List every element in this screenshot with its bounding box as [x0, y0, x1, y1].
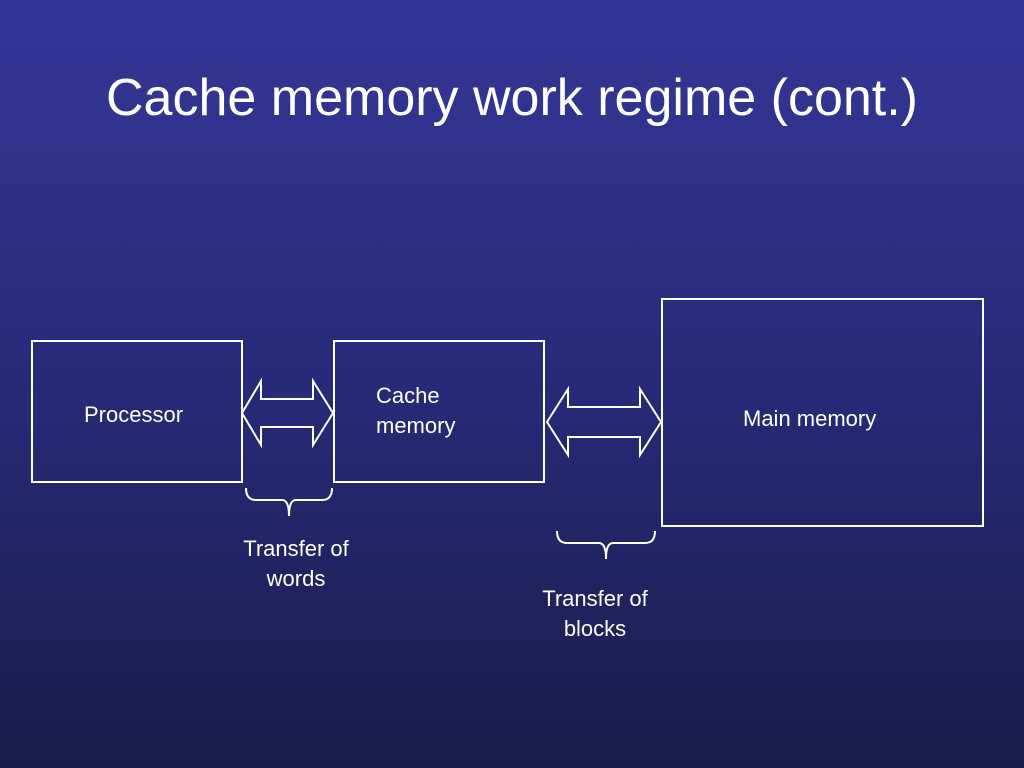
word-transfer-arrow [240, 377, 335, 449]
block-transfer-arrow [545, 385, 663, 459]
main-memory-box [661, 298, 984, 527]
slide-title: Cache memory work regime (cont.) [106, 69, 918, 127]
word-transfer-caption-line2: words [266, 566, 326, 591]
cache-memory-box [333, 340, 545, 483]
word-transfer-caption-line1: Transfer of [243, 536, 349, 561]
block-transfer-brace [556, 530, 656, 560]
cache-memory-label-line1: Cache [376, 383, 440, 408]
processor-label: Processor [84, 402, 184, 427]
main-memory-label: Main memory [743, 406, 877, 431]
word-transfer-caption: Transfer of words [216, 534, 376, 594]
cache-memory-label-line2: memory [376, 413, 456, 438]
block-transfer-caption-line1: Transfer of [542, 586, 648, 611]
block-transfer-caption: Transfer of blocks [515, 584, 675, 644]
block-transfer-caption-line2: blocks [563, 616, 627, 641]
word-transfer-brace [245, 487, 333, 517]
